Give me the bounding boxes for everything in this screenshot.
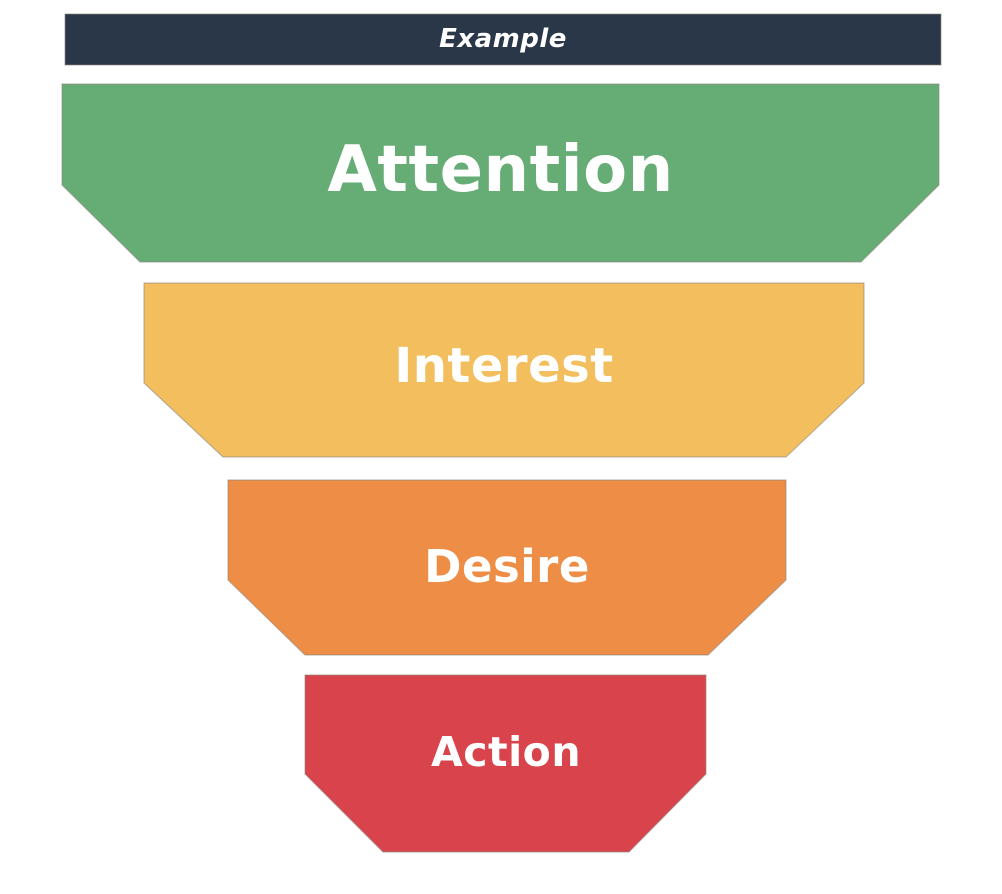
header-bar-shape (64, 13, 942, 66)
stage-shape-action (304, 674, 707, 853)
stage-label-interest: Interest (394, 338, 614, 394)
stage-label-desire: Desire (424, 540, 590, 593)
stage-shape-desire (227, 479, 787, 656)
stage-label-action: Action (430, 728, 582, 776)
header-title: Example (439, 24, 567, 54)
stage-shape-attention (61, 83, 940, 263)
stage-shape-interest (143, 282, 865, 458)
stage-label-attention: Attention (327, 133, 674, 207)
